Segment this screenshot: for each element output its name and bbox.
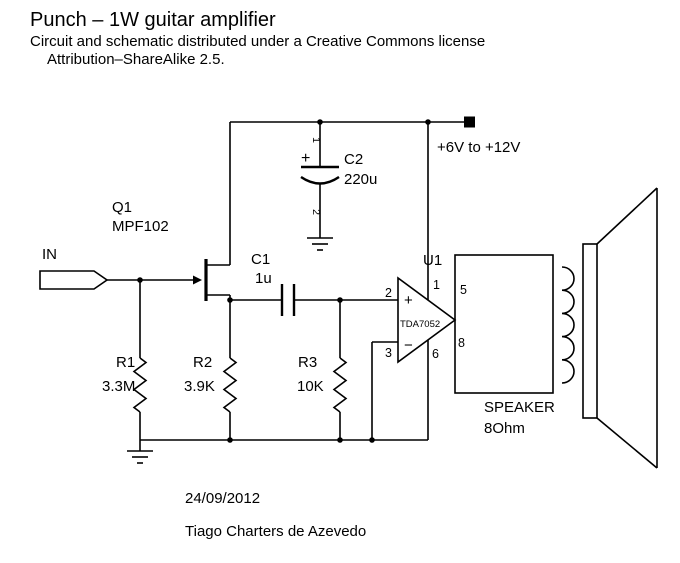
gate-arrow-icon (193, 275, 202, 285)
speaker-name-label: SPEAKER (484, 399, 555, 416)
r3-ref-label: R3 (298, 354, 317, 371)
power-terminal-square (464, 116, 475, 128)
u1-pin8-label: 8 (458, 336, 465, 350)
u1-part-label: TDA7052 (400, 319, 440, 330)
resistor-r2: R2 3.9K (184, 295, 238, 440)
license-line-1: Circuit and schematic distributed under … (30, 33, 485, 50)
u1-pin6-label: 6 (432, 347, 439, 361)
speaker: 5 8 SPEAKER 8Ohm (454, 187, 658, 469)
ground-rail (127, 439, 428, 464)
r3-zigzag (332, 357, 348, 413)
u1-plus-label: + (404, 292, 413, 309)
u1-pin1-label: 1 (433, 278, 440, 292)
u1-pin2-label: 2 (385, 286, 392, 300)
r2-value-label: 3.9K (184, 378, 215, 395)
c2-pin2-label: 2 (310, 209, 322, 215)
r3-value-label: 10K (297, 378, 324, 395)
q1-part-label: MPF102 (112, 218, 169, 235)
license-line-2: Attribution–ShareAlike 2.5. (47, 51, 225, 68)
capacitor-c2: + C2 220u 1 2 (300, 122, 377, 251)
resistor-r1: R1 3.3M (102, 280, 148, 440)
c1-value-label: 1u (255, 270, 272, 287)
ground-c2 (307, 237, 333, 251)
u1-triangle (397, 276, 457, 364)
r1-zigzag (132, 357, 148, 413)
c2-polarity-label: + (301, 150, 310, 167)
speaker-driver-bar (582, 243, 598, 419)
header: Punch – 1W guitar amplifier Circuit and … (30, 9, 485, 68)
junction-dot (369, 437, 375, 443)
junction-dot (317, 119, 323, 125)
junction-dot (337, 437, 343, 443)
c2-ref-label: C2 (344, 151, 363, 168)
u1-minus-label: − (404, 337, 413, 354)
junction-dot (425, 119, 431, 125)
transistor-q1: Q1 MPF102 (112, 122, 231, 301)
r1-value-label: 3.3M (102, 378, 135, 395)
r1-ref-label: R1 (116, 354, 135, 371)
power-rail: +6V to +12V (230, 116, 520, 156)
power-label: +6V to +12V (437, 139, 520, 156)
input-flag (39, 270, 109, 290)
input-label: IN (42, 246, 57, 263)
capacitor-c1: C1 1u (230, 251, 398, 316)
footer-author: Tiago Charters de Azevedo (185, 523, 366, 540)
junction-dot (337, 297, 343, 303)
resistor-r3: R3 10K (297, 300, 348, 440)
q1-ref-label: Q1 (112, 199, 132, 216)
speaker-impedance-label: 8Ohm (484, 420, 525, 437)
speaker-cone-bottom (596, 417, 658, 469)
c1-ref-label: C1 (251, 251, 270, 268)
r2-zigzag (222, 357, 238, 413)
input-connector: IN (39, 246, 200, 290)
footer: 24/09/2012 Tiago Charters de Azevedo (185, 490, 366, 540)
c2-pin1-label: 1 (310, 137, 322, 143)
amplifier-u1: U1 2 3 + − TDA7052 1 6 (371, 122, 457, 440)
u1-pin5-label: 5 (460, 283, 467, 297)
junction-dots (137, 119, 431, 443)
junction-dot (227, 437, 233, 443)
page-title: Punch – 1W guitar amplifier (30, 9, 276, 31)
speaker-box (454, 254, 554, 394)
junction-dot (137, 277, 143, 283)
junction-dot (227, 297, 233, 303)
r2-ref-label: R2 (193, 354, 212, 371)
speaker-cone-top (596, 187, 658, 245)
footer-date: 24/09/2012 (185, 490, 260, 507)
u1-ref-label: U1 (423, 252, 442, 269)
u1-pin3-label: 3 (385, 346, 392, 360)
c2-plate-negative (300, 175, 340, 185)
c2-value-label: 220u (344, 171, 377, 188)
speaker-coil (561, 266, 575, 384)
